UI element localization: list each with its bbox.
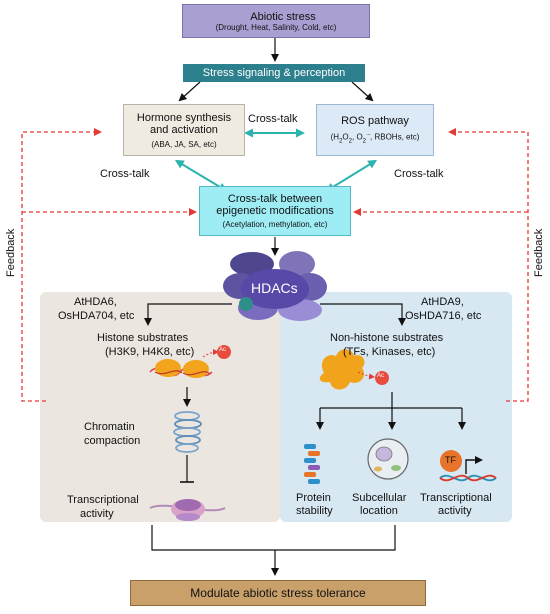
left-transcription-line2: activity: [80, 508, 114, 520]
chromatin-icon: [173, 411, 202, 453]
hdacs-to-left-arrow: [144, 303, 232, 326]
crosstalk-right-arrow: [325, 159, 378, 192]
feedback-label-right: Feedback: [533, 228, 545, 277]
feedback-label-left: Feedback: [5, 228, 17, 277]
left-substrates-line1: Histone substrates: [97, 332, 189, 344]
outcome-protein-line1: Protein: [296, 492, 331, 504]
right-enzymes-line1: AtHDA9,: [421, 296, 464, 308]
signaling-to-ros-arrow: [351, 81, 374, 102]
nucleosome-icon: [149, 345, 231, 378]
left-enzymes-line2: OsHDA704, etc: [58, 310, 135, 322]
bottom-connector: [151, 525, 396, 551]
crosstalk-label-right: Cross-talk: [394, 168, 444, 180]
ros-ex-sub-a: 2: [339, 138, 343, 145]
result-label: Modulate abiotic stress tolerance: [190, 586, 366, 600]
left-transcription-line1: Transcriptional: [67, 494, 139, 506]
left-chromatin-line2: compaction: [84, 435, 141, 447]
epigenetic-examples: (Acetylation, methylation, etc): [222, 220, 328, 229]
crosstalk-label-left: Cross-talk: [100, 168, 150, 180]
right-panel-bg: [280, 292, 512, 522]
dna-icon: [439, 450, 497, 482]
left-chromatin-line1: Chromatin: [84, 421, 135, 433]
left-ac-label: Ac: [219, 347, 227, 353]
abiotic-stress-box: Abiotic stress (Drought, Heat, Salinity,…: [182, 4, 370, 38]
abiotic-stress-title: Abiotic stress: [250, 10, 316, 23]
hdac-enzyme-icon: [223, 251, 327, 321]
ros-ex-b: O: [342, 133, 349, 143]
substrate-protein-icon: [319, 349, 389, 390]
ros-examples: (H2O2, O2·-, RBOHs, etc): [331, 132, 420, 144]
ros-ex-sub-b: 2: [348, 138, 352, 145]
protein-icon: [304, 444, 320, 484]
ros-ex-c: , O: [352, 133, 363, 143]
result-box: Modulate abiotic stress tolerance: [130, 580, 426, 606]
transcription-complex-icon: [149, 499, 226, 521]
abiotic-stress-examples: (Drought, Heat, Salinity, Cold, etc): [215, 22, 337, 32]
right-substrates-line1: Non-histone substrates: [330, 332, 444, 344]
left-panel-bg: [40, 292, 280, 522]
crosstalk-left-arrow: [174, 159, 228, 192]
left-substrates-line2: (H3K9, H4K8, etc): [105, 346, 195, 358]
outcome-transcription-line1: Transcriptional: [420, 492, 492, 504]
outcome-protein-line2: stability: [296, 505, 333, 517]
signaling-label: Stress signaling & perception: [202, 67, 346, 79]
outcome-subcellular-line1: Subcellular: [352, 492, 407, 504]
feedback-right-line: [448, 128, 529, 402]
outcome-subcellular-line2: location: [360, 505, 398, 517]
ros-ex-sup: ·-: [366, 132, 371, 139]
epigenetic-title-line1: Cross-talk between: [227, 193, 323, 205]
ros-box: ROS pathway (H2O2, O2·-, RBOHs, etc): [316, 104, 434, 156]
signaling-to-hormone-arrow: [178, 81, 201, 102]
ros-title: ROS pathway: [341, 115, 409, 128]
left-enzymes-line1: AtHDA6,: [74, 296, 117, 308]
hdacs-label: HDACs: [251, 280, 298, 296]
ros-ex-a: (H: [330, 133, 340, 143]
signaling-bar: Stress signaling & perception: [183, 64, 365, 82]
epigenetic-title-line2: epigenetic modifications: [216, 205, 334, 217]
right-substrates-line2: (TFs, Kinases, etc): [343, 346, 436, 358]
crosstalk-label-top: Cross-talk: [248, 113, 298, 125]
hormone-box: Hormone synthesis and activation (ABA, J…: [123, 104, 245, 156]
outcome-transcription-line2: activity: [438, 505, 472, 517]
ros-ex-d: , RBOHs, etc): [370, 133, 420, 143]
hormone-examples: (ABA, JA, SA, etc): [151, 139, 217, 149]
right-enzymes-line2: OsHDA716, etc: [405, 310, 482, 322]
ros-ex-sub-c: 2: [362, 138, 367, 145]
cell-icon: [367, 438, 409, 480]
hdacs-to-right-arrow: [320, 303, 406, 326]
hormone-title-line1: Hormone synthesis: [136, 111, 232, 124]
hormone-title-line2: and activation: [150, 123, 218, 136]
right-ac-label: Ac: [377, 373, 385, 379]
feedback-left-line: [21, 128, 102, 402]
tf-label: TF: [445, 455, 456, 465]
epigenetic-box: Cross-talk between epigenetic modificati…: [199, 186, 351, 236]
